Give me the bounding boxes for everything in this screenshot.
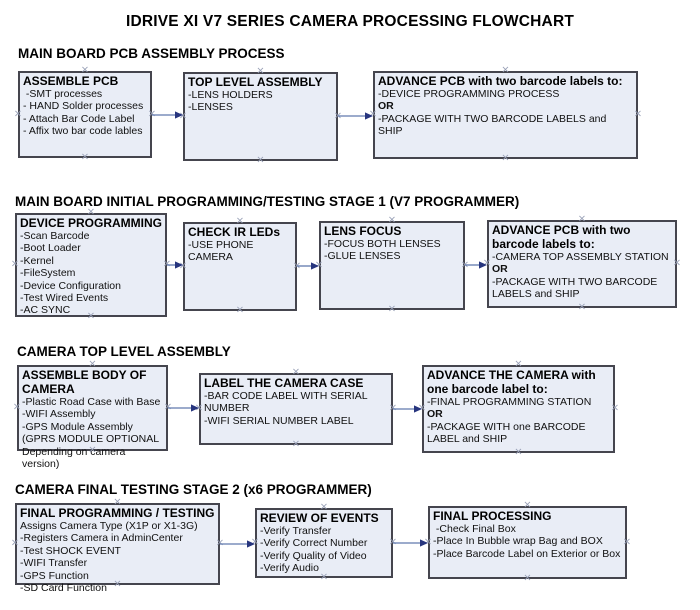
node-title: ASSEMBLE BODY OF CAMERA: [22, 368, 147, 396]
node-text-line: -GPS Function: [20, 569, 89, 582]
node-advance-pcb-two-labels: ADVANCE PCB with two barcode labels to: …: [373, 71, 638, 159]
node-lens-focus: LENS FOCUS -FOCUS BOTH LENSES-GLUE LENSE…: [319, 221, 465, 310]
section-heading-top-level-assembly: CAMERA TOP LEVEL ASSEMBLY: [17, 344, 231, 359]
node-text-line: -Verify Quality of Video: [260, 549, 367, 562]
node-text-line: -Registers Camera in AdminCenter: [20, 532, 183, 545]
flow-arrow: [465, 261, 487, 269]
node-body: -Verify Transfer-Verify Correct Number-V…: [260, 525, 388, 575]
node-text-line: -Device Configuration: [20, 279, 121, 292]
node-text-line: -Plastic Road Case with Base: [22, 396, 161, 408]
flow-arrow: [168, 404, 199, 412]
node-body: -SMT processes- HAND Solder processes- A…: [23, 88, 147, 138]
flow-arrow: [220, 540, 255, 548]
node-text-line: -Verify Transfer: [260, 525, 332, 537]
node-device-programming: DEVICE PROGRAMMING -Scan Barcode-Boot Lo…: [15, 213, 167, 317]
section-heading-final-testing: CAMERA FINAL TESTING STAGE 2 (x6 PROGRAM…: [15, 482, 372, 497]
node-text-line: -PACKAGE WITH TWO BARCODE LABELS and SHI…: [378, 112, 610, 138]
flow-arrow: [393, 539, 428, 547]
node-body: -BAR CODE LABEL WITH SERIAL NUMBER-WIFI …: [204, 390, 388, 427]
node-text-line: -PACKAGE WITH TWO BARCODE LABELS and SHI…: [492, 275, 661, 301]
node-text-line: -SD Card Function: [20, 582, 107, 595]
node-text-line: -WIFI Assembly: [22, 408, 96, 421]
node-title: FINAL PROCESSING: [433, 509, 552, 523]
node-text-line: -Test Wired Events: [20, 292, 109, 305]
node-text-line: - Affix two bar code lables: [23, 125, 143, 138]
flow-arrow: [393, 405, 422, 413]
node-title: ADVANCE THE CAMERA with one barcode labe…: [427, 368, 596, 396]
node-text-line: -FileSystem: [20, 267, 76, 280]
node-text-line: -Boot Loader: [20, 242, 81, 255]
node-text-line: OR: [427, 408, 443, 421]
node-body: -FOCUS BOTH LENSES-GLUE LENSES: [324, 238, 460, 263]
node-label-camera-case: LABEL THE CAMERA CASE -BAR CODE LABEL WI…: [199, 373, 393, 445]
node-title: TOP LEVEL ASSEMBLY: [188, 75, 323, 89]
node-text-line: -LENS HOLDERS: [188, 89, 273, 101]
node-text-line: -Place Barcode Label on Exterior or Box: [433, 547, 621, 560]
node-body: Assigns Camera Type (X1P or X1-3G)-Regis…: [20, 520, 215, 594]
node-text-line: -PACKAGE WITH one BARCODE LABEL and SHIP: [427, 420, 589, 446]
node-text-line: -USE PHONE CAMERA: [188, 239, 257, 264]
node-text-line: Assigns Camera Type (X1P or X1-3G): [20, 520, 198, 532]
node-text-line: -GLUE LENSES: [324, 250, 401, 263]
node-text-line: -Check Final Box: [433, 523, 516, 535]
node-text-line: - Attach Bar Code Label: [23, 112, 135, 125]
node-advance-camera-one-label: ADVANCE THE CAMERA with one barcode labe…: [422, 365, 615, 453]
node-text-line: -WIFI Transfer: [20, 557, 88, 570]
flow-arrow: [338, 112, 373, 120]
node-body: -LENS HOLDERS-LENSES: [188, 89, 333, 114]
node-text-line: -GPS Module Assembly: [22, 420, 133, 433]
page-title: IDRIVE XI V7 SERIES CAMERA PROCESSING FL…: [125, 13, 575, 30]
node-text-line: -Kernel: [20, 254, 54, 267]
node-title: ADVANCE PCB with two barcode labels to:: [378, 74, 623, 88]
node-text-line: -Verify Audio: [260, 562, 319, 575]
node-title: ASSEMBLE PCB: [23, 74, 119, 88]
node-title: CHECK IR LEDs: [188, 225, 281, 239]
node-body: -Check Final Box-Place In Bubble wrap Ba…: [433, 523, 622, 560]
node-text-line: -Verify Correct Number: [260, 537, 368, 550]
node-top-level-assembly: TOP LEVEL ASSEMBLY -LENS HOLDERS-LENSES: [183, 72, 338, 161]
node-title: REVIEW OF EVENTS: [260, 511, 379, 525]
node-advance-pcb-two-labels-stage1: ADVANCE PCB with two barcode labels to: …: [487, 220, 677, 308]
node-assemble-pcb: ASSEMBLE PCB -SMT processes- HAND Solder…: [18, 71, 152, 158]
node-text-line: -Place In Bubble wrap Bag and BOX: [433, 535, 603, 548]
node-text-line: -FINAL PROGRAMMING STATION: [427, 396, 592, 408]
node-text-line: OR: [492, 263, 508, 276]
node-text-line: -BAR CODE LABEL WITH SERIAL NUMBER: [204, 390, 371, 415]
node-final-processing: FINAL PROCESSING -Check Final Box-Place …: [428, 506, 627, 579]
node-title: LENS FOCUS: [324, 224, 402, 238]
node-body: -USE PHONE CAMERA: [188, 239, 292, 264]
node-text-line: -Test SHOCK EVENT: [20, 544, 121, 557]
node-final-programming-testing: FINAL PROGRAMMING / TESTING Assigns Came…: [15, 503, 220, 594]
node-text-line: - HAND Solder processes: [23, 100, 144, 113]
node-text-line: -DEVICE PROGRAMMING PROCESS: [378, 88, 560, 100]
node-assemble-body-of-camera: ASSEMBLE BODY OF CAMERA -Plastic Road Ca…: [17, 365, 168, 470]
node-title: LABEL THE CAMERA CASE: [204, 376, 364, 390]
node-text-line: -FOCUS BOTH LENSES: [324, 238, 441, 250]
flow-arrow: [152, 111, 183, 119]
node-text-line: -Scan Barcode: [20, 230, 90, 242]
section-heading-initial-programming: MAIN BOARD INITIAL PROGRAMMING/TESTING S…: [15, 194, 520, 209]
flow-arrow: [297, 262, 319, 270]
node-text-line: (GPRS MODULE OPTIONAL Depending on camer…: [22, 433, 162, 471]
node-text-line: -WIFI SERIAL NUMBER LABEL: [204, 414, 354, 427]
node-title: FINAL PROGRAMMING / TESTING: [20, 506, 215, 520]
node-text-line: -AC SYNC: [20, 304, 71, 317]
node-text-line: -LENSES: [188, 101, 233, 114]
node-body: -Scan Barcode-Boot Loader-Kernel-FileSys…: [20, 230, 162, 317]
node-text-line: -CAMERA TOP ASSEMBLY STATION: [492, 251, 669, 263]
section-heading-pcb-assembly: MAIN BOARD PCB ASSEMBLY PROCESS: [18, 46, 285, 61]
node-text-line: OR: [378, 100, 394, 113]
node-check-ir-leds: CHECK IR LEDs -USE PHONE CAMERA: [183, 222, 297, 311]
node-body: -Plastic Road Case with Base-WIFI Assemb…: [22, 396, 163, 470]
node-text-line: -SMT processes: [23, 88, 103, 100]
node-title: ADVANCE PCB with two barcode labels to:: [492, 223, 631, 251]
node-review-of-events: REVIEW OF EVENTS -Verify Transfer-Verify…: [255, 508, 393, 578]
flow-arrow: [167, 261, 183, 269]
node-title: DEVICE PROGRAMMING: [20, 216, 163, 230]
